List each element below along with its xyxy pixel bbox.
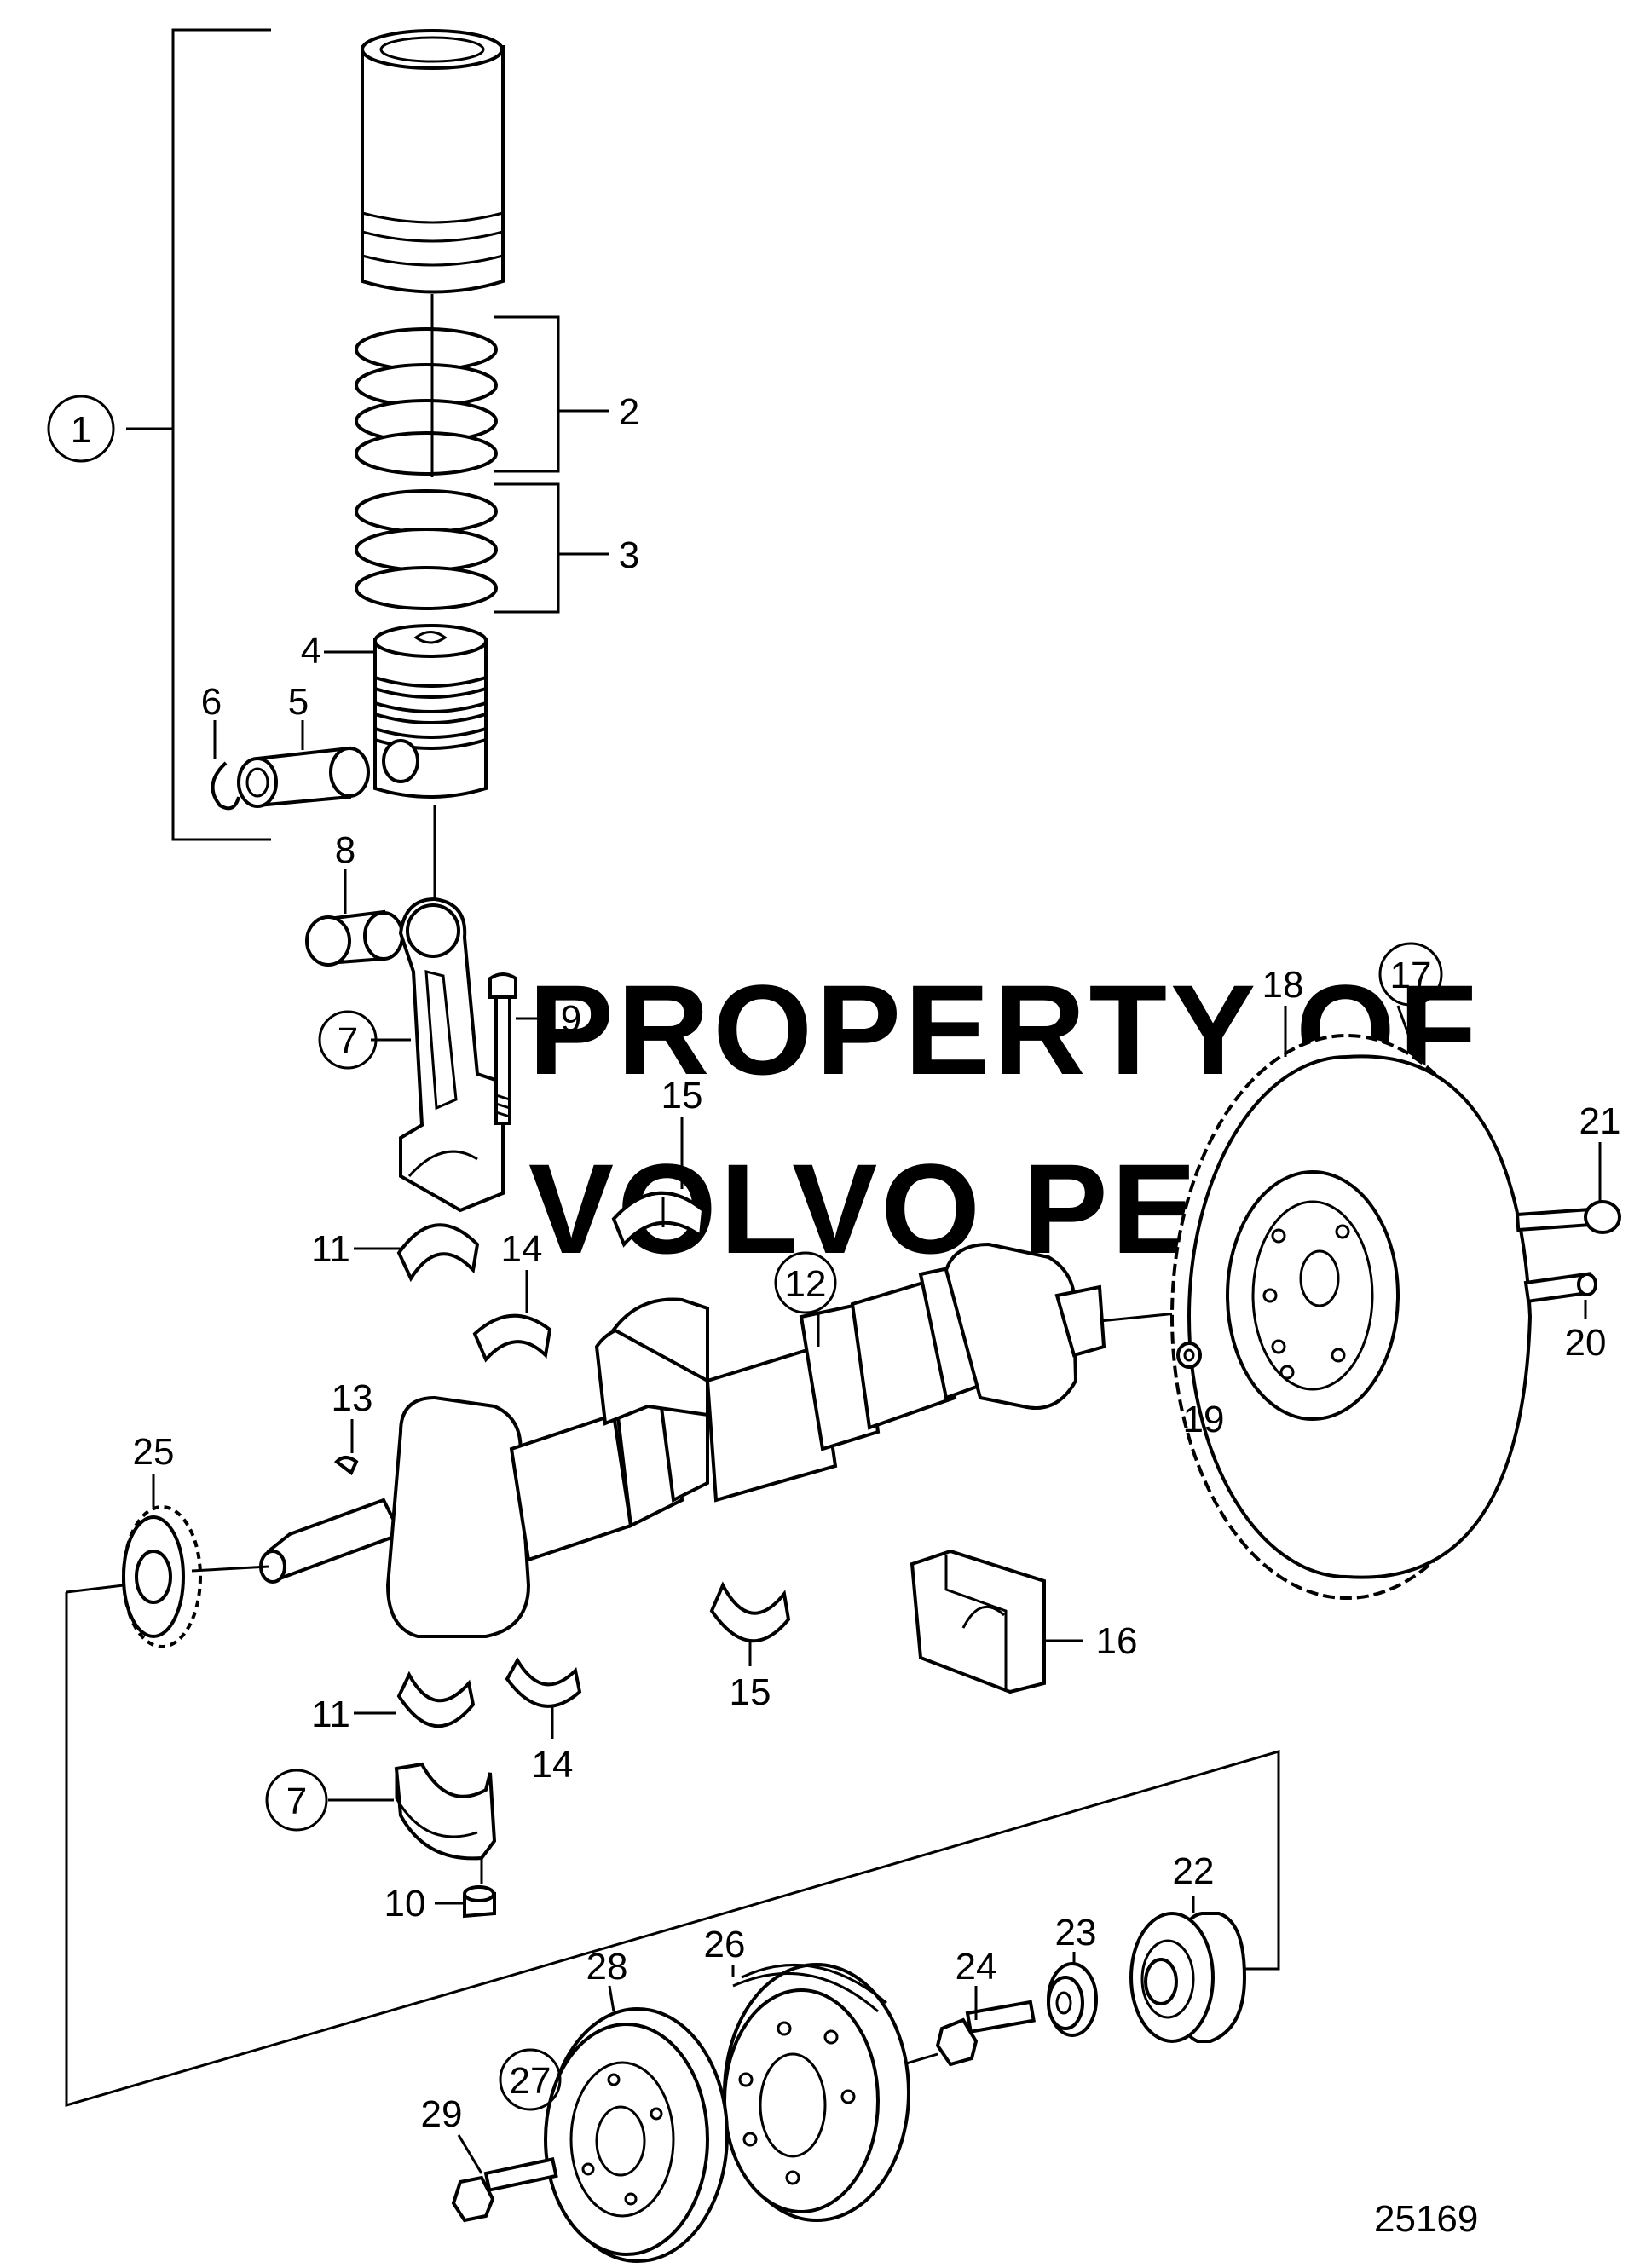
callout-circle-1 bbox=[47, 395, 115, 463]
callout-14-lower: 14 bbox=[532, 1744, 574, 1786]
callouts: 1 2 3 4 5 6 7 8 9 10 11 11 12 13 14 14 1… bbox=[47, 391, 1621, 2135]
callout-circle-17 bbox=[1378, 942, 1443, 1007]
crankshaft bbox=[259, 1242, 1186, 1638]
callout-16: 16 bbox=[1096, 1620, 1138, 1662]
callout-circle-7a bbox=[318, 1010, 378, 1070]
callout-28: 28 bbox=[586, 1946, 628, 1988]
piston-rings-oil bbox=[355, 482, 609, 614]
main-bearing-shell-lower bbox=[709, 1581, 791, 1666]
callout-3: 3 bbox=[619, 534, 639, 576]
piston bbox=[324, 624, 488, 799]
callout-9: 9 bbox=[561, 998, 581, 1040]
crankshaft-hub bbox=[1129, 1896, 1247, 2043]
flywheel-bolt bbox=[1515, 1142, 1621, 1234]
callout-circle-27 bbox=[499, 2048, 562, 2111]
callout-5: 5 bbox=[288, 681, 309, 723]
main-bearing-cap bbox=[910, 1549, 1083, 1694]
callout-18: 18 bbox=[1262, 964, 1304, 1006]
main-bearing-shell-upper bbox=[611, 1117, 706, 1248]
callout-6: 6 bbox=[201, 681, 222, 723]
conrod-bearing-shell-lower bbox=[354, 1671, 476, 1728]
callout-19: 19 bbox=[1183, 1399, 1225, 1440]
damper-bolt bbox=[451, 2134, 558, 2223]
piston-rings-compression bbox=[355, 294, 609, 477]
conrod-nut bbox=[435, 1885, 496, 1919]
callout-14-upper: 14 bbox=[501, 1228, 543, 1270]
dowel-pin bbox=[1523, 1272, 1597, 1319]
callout-11-upper: 11 bbox=[311, 1228, 350, 1270]
circlip bbox=[211, 720, 240, 811]
callout-15-lower: 15 bbox=[730, 1671, 771, 1713]
conrod-bolt bbox=[488, 972, 550, 1125]
callout-11-lower: 11 bbox=[311, 1694, 350, 1735]
crankshaft-center-bolt bbox=[894, 1986, 1036, 2069]
woodruff-key bbox=[333, 1419, 359, 1476]
crankshaft-pulley bbox=[723, 1963, 910, 2222]
callout-20: 20 bbox=[1565, 1322, 1607, 1364]
callout-25: 25 bbox=[133, 1431, 175, 1473]
callout-10: 10 bbox=[384, 1883, 426, 1925]
drawing-number: 25169 bbox=[1374, 2198, 1478, 2240]
pilot-bushing bbox=[1176, 1342, 1202, 1369]
bracket-damper-group bbox=[65, 1584, 1280, 2108]
connecting-rod-cap bbox=[328, 1762, 497, 1884]
small-end-bushing bbox=[305, 869, 404, 967]
callout-8: 8 bbox=[335, 829, 355, 871]
callout-12: 12 bbox=[785, 1263, 827, 1305]
callout-4: 4 bbox=[301, 630, 321, 672]
callout-27: 27 bbox=[510, 2060, 551, 2102]
flywheel bbox=[1170, 1005, 1533, 1600]
callout-26: 26 bbox=[704, 1924, 746, 1965]
callout-29: 29 bbox=[421, 2093, 463, 2135]
callout-17: 17 bbox=[1390, 955, 1432, 996]
piston-pin bbox=[237, 720, 370, 808]
callout-15-upper: 15 bbox=[661, 1075, 703, 1117]
vibration-damper bbox=[544, 1985, 729, 2263]
callout-13: 13 bbox=[332, 1377, 373, 1419]
thrust-washer-upper bbox=[472, 1270, 552, 1363]
thrust-washer-lower bbox=[505, 1656, 582, 1739]
connecting-rod bbox=[371, 897, 505, 1213]
hub-washer bbox=[1047, 1952, 1098, 2037]
callout-21: 21 bbox=[1579, 1100, 1621, 1142]
crankshaft-gear bbox=[122, 1474, 269, 1648]
callout-2: 2 bbox=[619, 391, 639, 433]
callout-23: 23 bbox=[1055, 1912, 1097, 1953]
cylinder-liner bbox=[361, 29, 505, 294]
conrod-bearing-shell-upper bbox=[354, 1223, 480, 1283]
callout-circle-7b bbox=[265, 1769, 328, 1832]
callout-7-cap: 7 bbox=[286, 1780, 307, 1822]
callout-1: 1 bbox=[71, 409, 91, 451]
callout-circle-12 bbox=[774, 1251, 837, 1314]
callout-24: 24 bbox=[956, 1946, 997, 1988]
callout-22: 22 bbox=[1173, 1850, 1215, 1892]
callout-7-conrod: 7 bbox=[338, 1020, 358, 1062]
bracket-item-1 bbox=[126, 28, 271, 841]
